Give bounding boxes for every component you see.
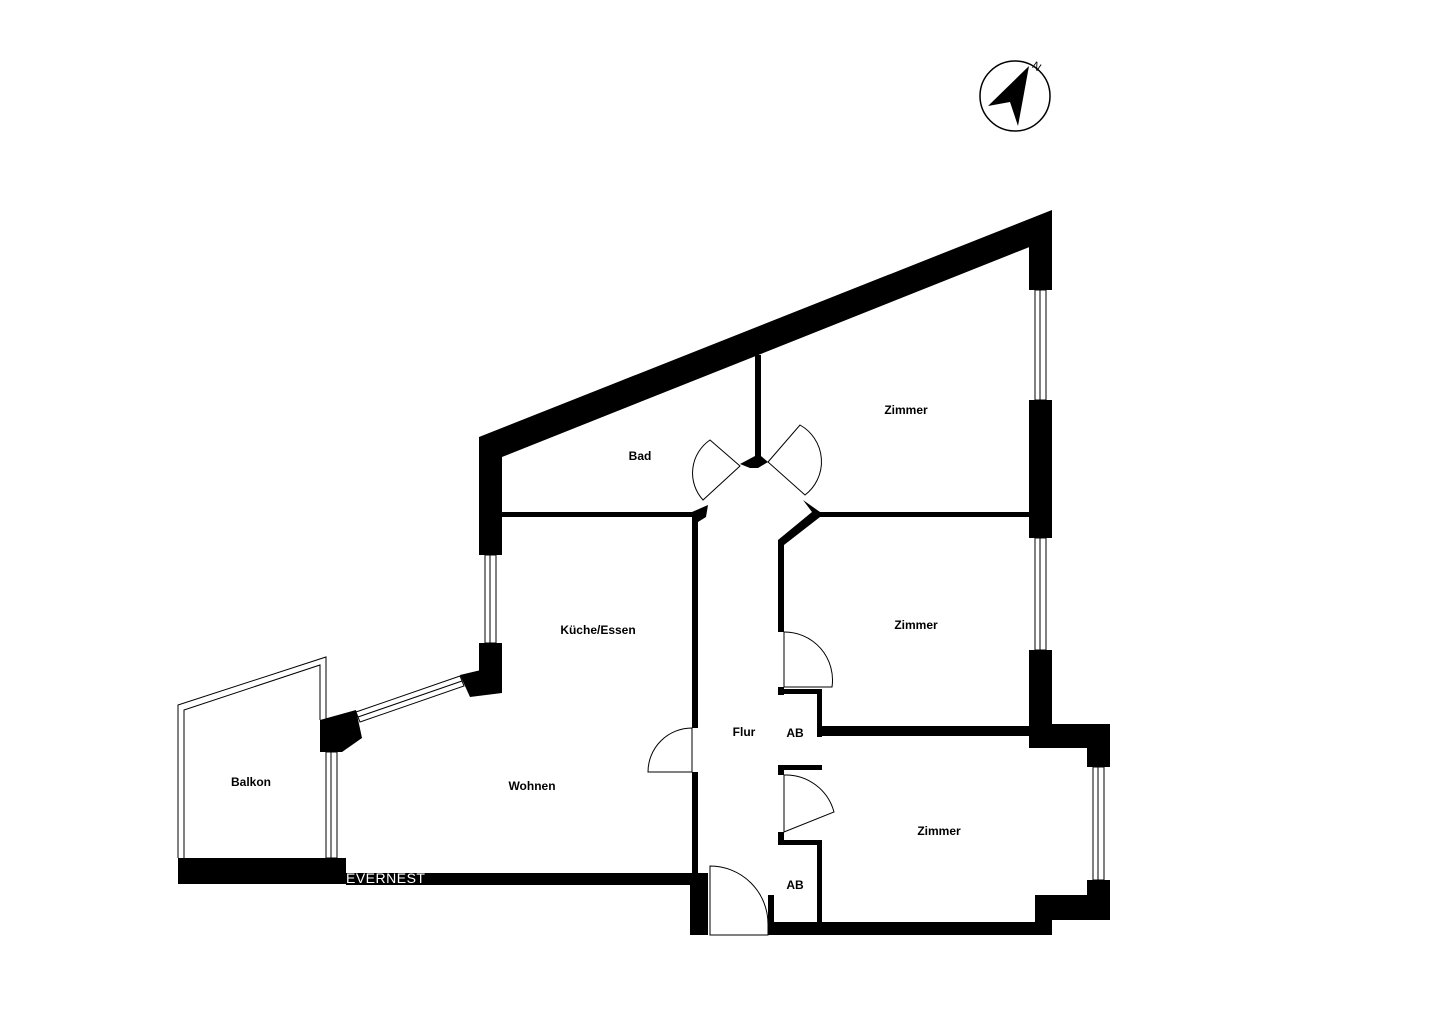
room-label-ab-top: AB [786,726,804,740]
interior-walls [502,355,1029,935]
windows [325,289,1105,881]
room-label-bad: Bad [629,449,652,463]
room-label-wohnen: Wohnen [508,779,555,793]
room-labels: Bad Zimmer Küche/Essen Zimmer Flur AB Wo… [231,403,961,892]
room-label-kueche-essen: Küche/Essen [560,623,635,637]
room-label-zimmer-middle: Zimmer [894,618,938,632]
north-compass-icon: N [979,60,1051,132]
door-swings [647,424,835,936]
room-label-ab-bottom: AB [786,878,804,892]
balcony-outline [177,656,327,858]
room-label-zimmer-bottom: Zimmer [917,824,961,838]
exterior-walls [178,210,1110,935]
watermark-text: EVERNEST [346,870,425,886]
room-label-flur: Flur [733,725,756,739]
room-label-balkon: Balkon [231,775,271,789]
room-label-zimmer-top: Zimmer [884,403,928,417]
